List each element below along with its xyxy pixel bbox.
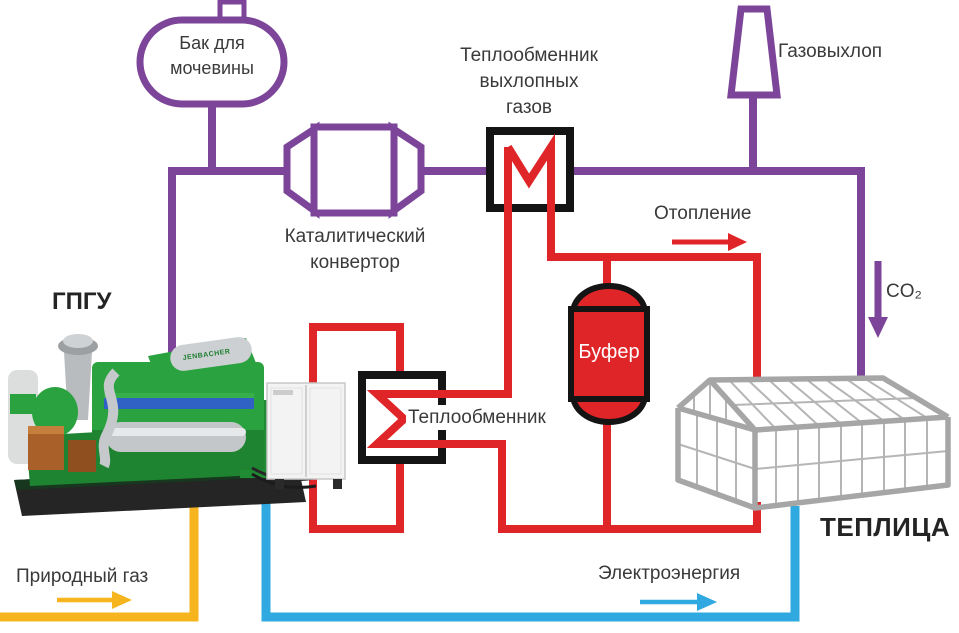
engine-label: ГПГУ <box>52 288 112 315</box>
natural-gas-arrow-icon <box>57 591 132 609</box>
electricity-line <box>261 496 800 622</box>
exhaust-hx-label-line3: газов <box>505 97 553 118</box>
heating-arrow-icon <box>672 233 747 251</box>
sigma-coil-icon <box>366 147 761 533</box>
greenhouse-label: ТЕПЛИЦА <box>820 512 951 542</box>
catalytic-converter <box>283 121 425 219</box>
urea-tank-label-line2: мочевины <box>170 58 254 78</box>
heating-label: Отопление <box>654 203 752 224</box>
exhaust-hx-label-line1: Теплообменник <box>460 45 598 66</box>
co2-label: CO₂ <box>886 281 922 302</box>
natural-gas-label: Природный газ <box>16 566 149 587</box>
electricity-label: Электроэнергия <box>598 563 741 584</box>
converter-label-line2: конвертор <box>310 252 400 273</box>
engine-control-cabinet <box>266 382 346 489</box>
gas-exhaust-label: Газовыхлоп <box>778 41 883 62</box>
greenhouse-illustration <box>675 375 951 511</box>
catalytic-converter-label: Каталитический конвертор <box>265 224 445 276</box>
buffer-label: Буфер <box>578 341 640 363</box>
urea-tank <box>136 0 288 108</box>
urea-tank-label: Бак для мочевины <box>138 31 286 81</box>
chimney <box>727 5 781 99</box>
converter-label-line1: Каталитический <box>284 226 426 247</box>
exhaust-heat-exchanger-box <box>486 127 574 212</box>
engine-illustration: JENBACHER <box>8 334 346 516</box>
electricity-arrow-icon <box>640 593 717 611</box>
buffer-tank <box>568 283 650 425</box>
heat-exchanger-label: Теплообменник <box>406 405 548 430</box>
m-coil-icon <box>504 133 761 381</box>
natural-gas-pipe <box>0 499 199 622</box>
exhaust-hx-label-line2: выхлопных <box>479 71 579 92</box>
heating-distribution-pipe <box>366 133 761 533</box>
co2-arrow-icon <box>868 261 888 338</box>
urea-tank-label-line1: Бак для <box>179 33 245 53</box>
exhaust-heat-exchanger-label: Теплообменник выхлопных газов <box>440 43 618 121</box>
